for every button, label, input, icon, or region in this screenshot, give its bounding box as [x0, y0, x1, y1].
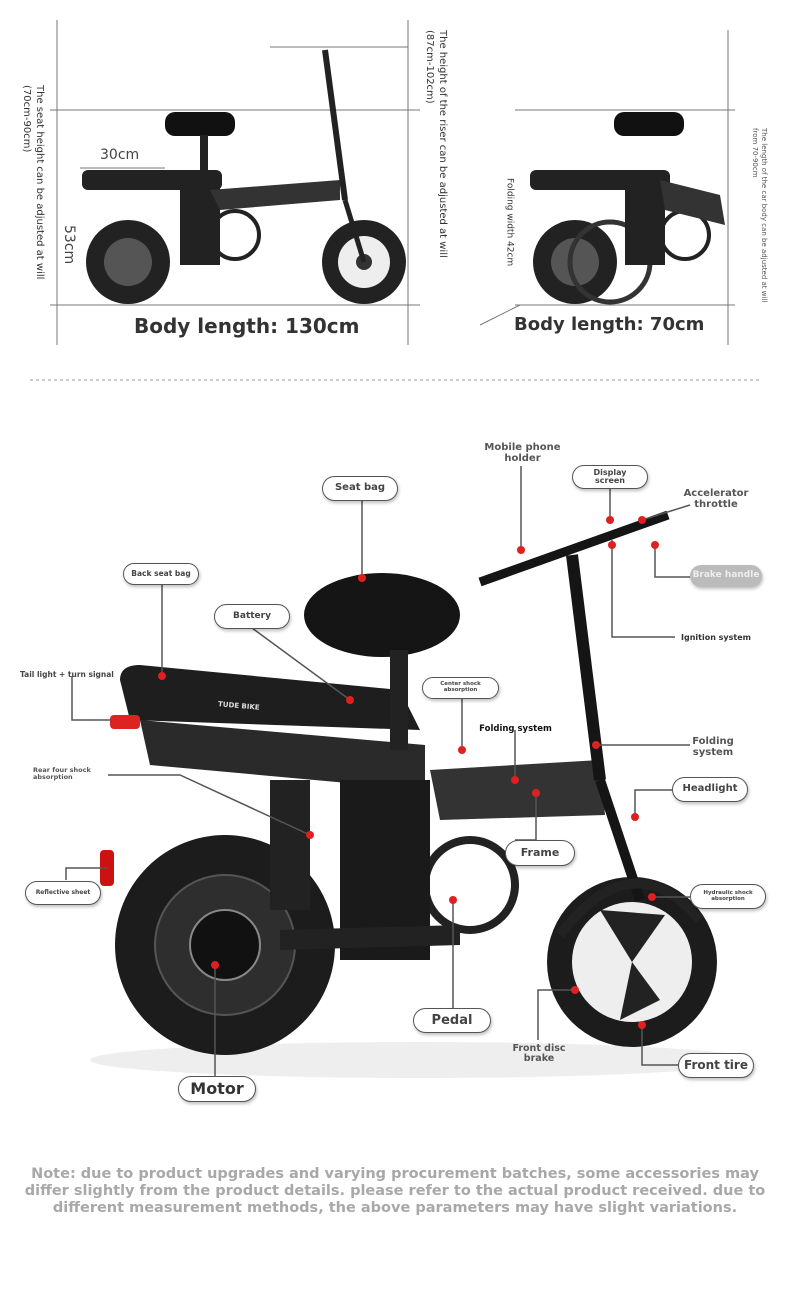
label-hydraulic-shock: Hydraulic shock absorption: [690, 884, 766, 909]
disclaimer-note: Note: due to product upgrades and varyin…: [24, 1166, 766, 1216]
body-length-unfolded: Body length: 130cm: [134, 314, 360, 338]
label-tail-light: Tail light + turn signal: [20, 670, 114, 679]
label-rear-shock: Rear four shock absorption: [33, 766, 91, 782]
dimension-diagrams: [30, 20, 760, 381]
label-brake-handle: Brake handle: [690, 565, 762, 587]
label-ignition-system: Ignition system: [680, 633, 751, 642]
body-length-adjust-note: The length of the car body can be adjust…: [751, 128, 769, 303]
label-center-shock: Center shock absorption: [422, 677, 499, 699]
seat-ground-label: 53cm: [61, 225, 78, 265]
label-folding-system-frame: Folding system: [479, 724, 552, 734]
label-accelerator-throttle: Accelerator throttle: [683, 488, 749, 510]
label-back-seat-bag: Back seat bag: [123, 563, 199, 585]
callout-markers: [158, 516, 659, 1029]
label-display-screen: Display screen: [572, 465, 648, 489]
unfolded-bike-illustration: [82, 49, 406, 304]
label-pedal: Pedal: [413, 1008, 491, 1033]
label-reflective-sheet: Reflective sheet: [25, 881, 101, 905]
label-folding-system-stem: Folding system: [692, 736, 734, 758]
body-length-folded: Body length: 70cm: [514, 314, 705, 335]
label-headlight: Headlight: [672, 777, 748, 802]
label-frame: Frame: [505, 840, 575, 866]
folding-width-label: Folding width 42cm: [504, 178, 515, 267]
folded-bike-illustration: [530, 112, 725, 305]
label-front-tire: Front tire: [678, 1053, 754, 1078]
label-mobile-phone-holder: Mobile phone holder: [484, 442, 561, 464]
seat-length-label: 30cm: [100, 147, 140, 163]
label-battery: Battery: [214, 604, 290, 629]
seat-height-note: The seat height can be adjusted at will …: [21, 85, 45, 280]
riser-height-note: The height of the riser can be adjusted …: [424, 30, 448, 258]
label-front-disc-brake: Front disc brake: [512, 1043, 566, 1065]
label-motor: Motor: [178, 1076, 256, 1102]
label-seat-bag: Seat bag: [322, 476, 398, 501]
